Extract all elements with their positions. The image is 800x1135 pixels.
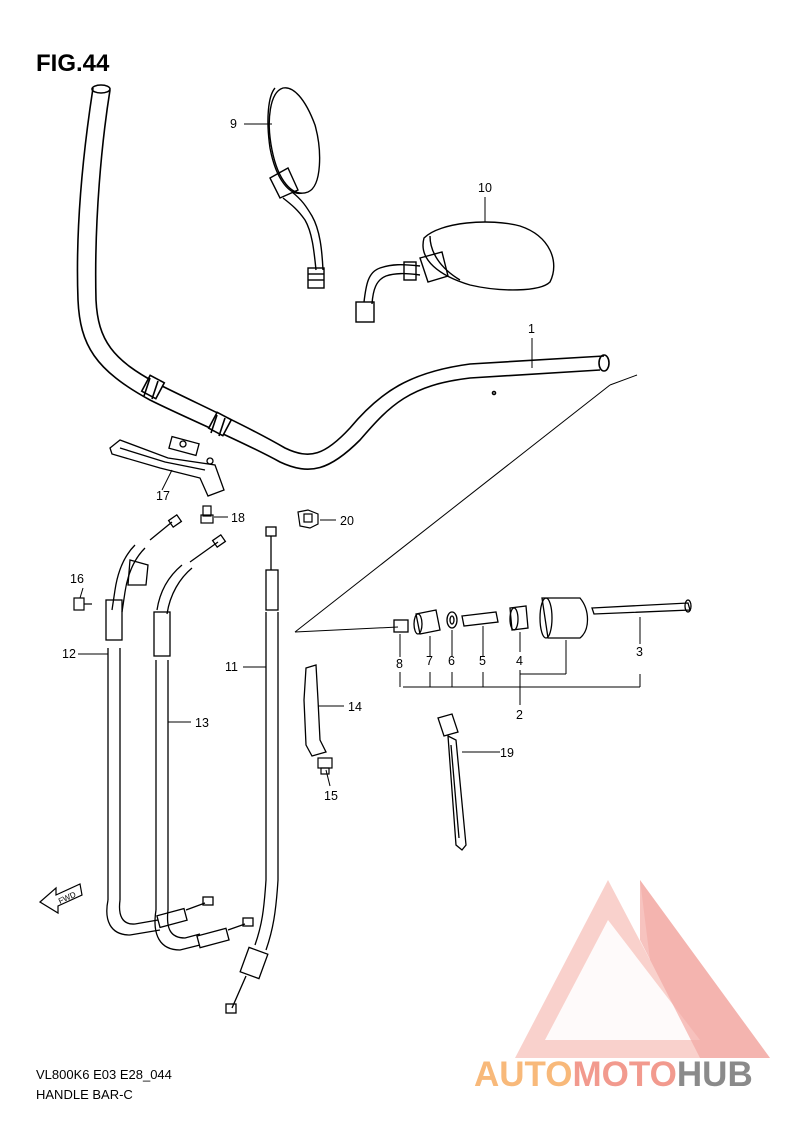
cable-tie-part	[437, 713, 467, 851]
watermark-logo-icon	[515, 880, 770, 1058]
leader-lines	[78, 123, 641, 787]
section-name: HANDLE BAR-C	[36, 1087, 133, 1102]
bolt-18-part	[200, 505, 214, 524]
part-label-18: 18	[231, 511, 245, 525]
model-code: VL800K6 E03 E28_044	[36, 1067, 172, 1082]
fwd-label: FWD	[57, 890, 78, 906]
bolt-16-part	[73, 597, 92, 611]
guide-lines	[294, 374, 638, 633]
bracket-part	[109, 435, 225, 497]
part-label-17: 17	[156, 489, 170, 503]
part-label-5: 5	[479, 654, 486, 668]
bolt-15-part	[317, 757, 333, 775]
cable-11-part	[225, 526, 279, 1014]
part-label-1: 1	[528, 322, 535, 336]
handlebar-part	[76, 84, 610, 470]
part-label-7: 7	[426, 654, 433, 668]
cable-12-part	[105, 513, 214, 936]
figure-title: FIG.44	[36, 50, 110, 77]
watermark-part-2: MOTO	[572, 1055, 677, 1094]
part-label-19: 19	[500, 746, 514, 760]
part-label-6: 6	[448, 654, 455, 668]
part-label-13: 13	[195, 716, 209, 730]
part-label-10: 10	[478, 181, 492, 195]
part-label-2: 2	[516, 708, 523, 722]
holder-14-part	[303, 664, 327, 757]
mirror-left-part	[267, 87, 325, 289]
cable-13-part	[153, 533, 254, 951]
watermark-part-3: HUB	[676, 1055, 753, 1094]
part-label-9: 9	[230, 117, 237, 131]
part-label-14: 14	[348, 700, 362, 714]
watermark-part-1: AUTO	[474, 1055, 573, 1094]
fwd-arrow-icon: FWD	[38, 883, 83, 915]
clamp-part	[297, 509, 319, 529]
bar-end-components	[393, 597, 692, 639]
part-label-20: 20	[340, 514, 354, 528]
part-label-3: 3	[636, 645, 643, 659]
part-label-11: 11	[225, 660, 238, 674]
part-label-15: 15	[324, 789, 338, 803]
part-labels: 1 2 3 4 5 6 7 8 9 10 11 12 13 14 15 16 1…	[62, 117, 643, 803]
part-label-12: 12	[62, 647, 76, 661]
watermark-text: AUTOMOTOHUB	[474, 1055, 753, 1095]
part-label-8: 8	[396, 657, 403, 671]
mirror-right-part	[355, 221, 555, 323]
part-label-16: 16	[70, 572, 84, 586]
part-label-4: 4	[516, 654, 523, 668]
